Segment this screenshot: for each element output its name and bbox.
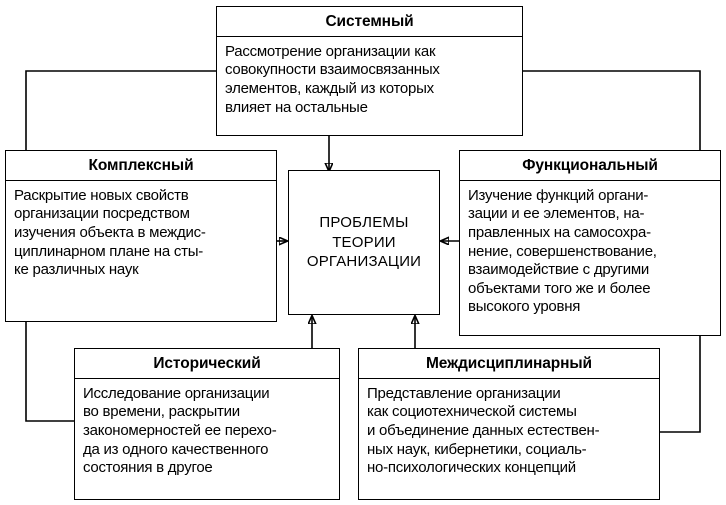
node-functional-title: Функциональный [460, 151, 720, 181]
edge-functional-to-interdisciplinary [660, 336, 701, 433]
node-historical-body: Исследование организации во времени, рас… [83, 384, 277, 477]
node-historical[interactable]: Исторический Исследование организации во… [74, 348, 340, 500]
node-complex-title: Комплексный [6, 151, 276, 181]
node-center-label: ПРОБЛЕМЫ ТЕОРИИ ОРГАНИЗАЦИИ [306, 214, 422, 271]
node-center-problems[interactable]: ПРОБЛЕМЫ ТЕОРИИ ОРГАНИЗАЦИИ [288, 170, 440, 315]
node-interdisciplinary[interactable]: Междисциплинарный Представление организа… [358, 348, 660, 500]
node-complex-body: Раскрытие новых свойств организации поср… [14, 186, 206, 279]
edge-complex-to-historical [25, 322, 74, 422]
edge-systemic-to-functional [523, 70, 701, 150]
node-historical-title: Исторический [75, 349, 339, 379]
node-complex[interactable]: Комплексный Раскрытие новых свойств орга… [5, 150, 277, 322]
node-functional[interactable]: Функциональный Изучение функций органи- … [459, 150, 721, 336]
node-systemic-title: Системный [217, 7, 522, 37]
node-interdisciplinary-body: Представление организации как социотехни… [367, 384, 600, 477]
node-interdisciplinary-title: Междисциплинарный [359, 349, 659, 379]
node-systemic[interactable]: Системный Рассмотрение организации как с… [216, 6, 523, 136]
edge-systemic-to-complex [25, 70, 216, 150]
node-systemic-body: Рассмотрение организации как совокупност… [225, 42, 440, 116]
node-functional-body: Изучение функций органи- зации и ее элем… [468, 186, 657, 316]
